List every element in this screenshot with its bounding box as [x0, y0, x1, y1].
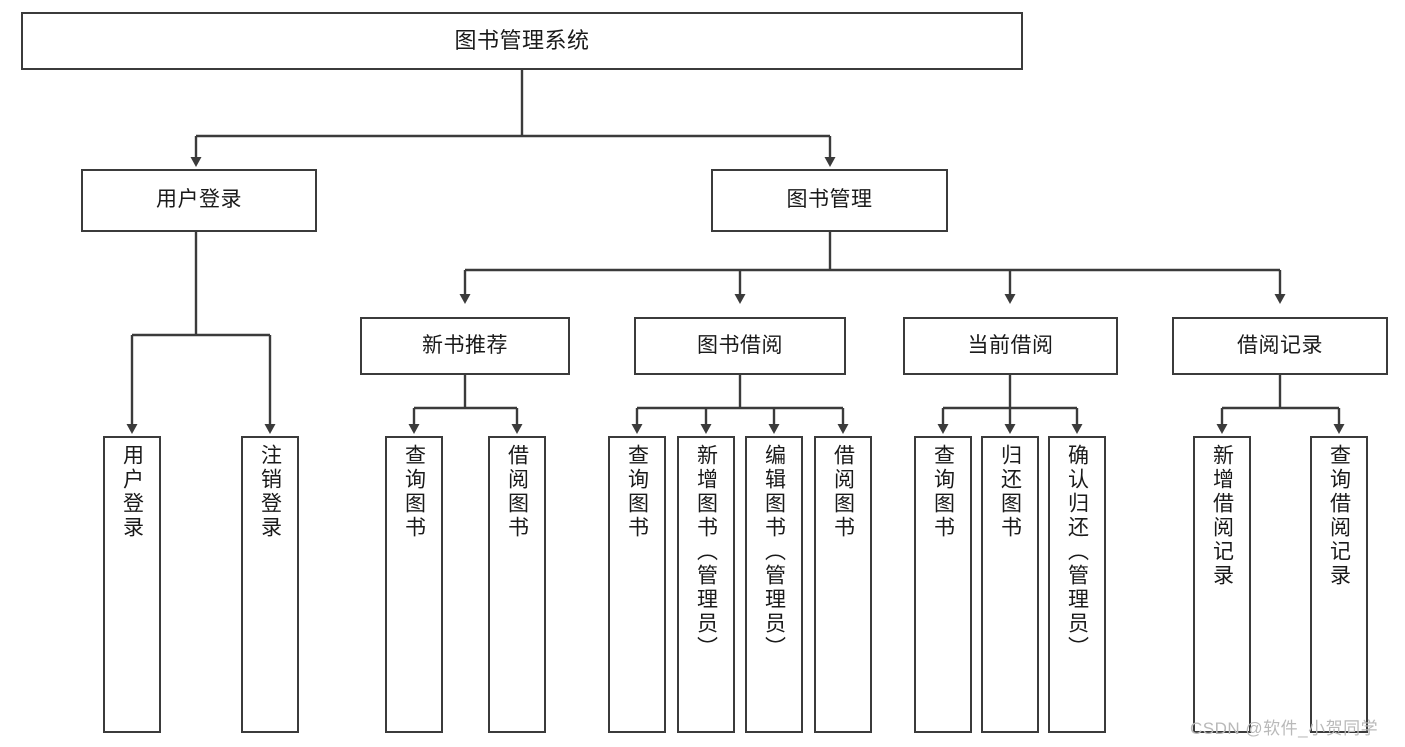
leaf-edit-book-admin[interactable]: 编辑图书（管理员） — [745, 436, 803, 733]
node-label: 当前借阅 — [967, 333, 1054, 357]
node-label: 确认归还（管理员） — [1065, 444, 1089, 660]
leaf-user-login[interactable]: 用户登录 — [103, 436, 161, 733]
leaf-logout[interactable]: 注销登录 — [241, 436, 299, 733]
node-label: 编辑图书（管理员） — [762, 444, 786, 660]
node-label: 查询图书 — [931, 444, 955, 540]
node-book-management[interactable]: 图书管理 — [711, 169, 948, 232]
node-label: 新增借阅记录 — [1210, 444, 1234, 588]
leaf-query-borrow-record[interactable]: 查询借阅记录 — [1310, 436, 1368, 733]
leaf-query-book-new[interactable]: 查询图书 — [385, 436, 443, 733]
node-new-book-recommend[interactable]: 新书推荐 — [360, 317, 570, 375]
node-label: 图书管理 — [786, 188, 873, 212]
node-label: 新增图书（管理员） — [694, 444, 718, 660]
node-label: 用户登录 — [156, 188, 242, 212]
node-label: 注销登录 — [258, 444, 282, 540]
node-book-borrow[interactable]: 图书借阅 — [634, 317, 846, 375]
node-label: 图书借阅 — [697, 333, 783, 357]
leaf-borrow-book-new[interactable]: 借阅图书 — [488, 436, 546, 733]
node-label: 查询借阅记录 — [1327, 444, 1351, 588]
leaf-return-book[interactable]: 归还图书 — [981, 436, 1039, 733]
node-label: 借阅记录 — [1237, 333, 1323, 357]
leaf-query-book[interactable]: 查询图书 — [608, 436, 666, 733]
node-label: 借阅图书 — [505, 444, 529, 540]
node-label: 图书管理系统 — [454, 28, 590, 54]
node-label: 新书推荐 — [422, 333, 508, 357]
node-borrow-record[interactable]: 借阅记录 — [1172, 317, 1388, 375]
leaf-query-book-current[interactable]: 查询图书 — [914, 436, 972, 733]
leaf-confirm-return-admin[interactable]: 确认归还（管理员） — [1048, 436, 1106, 733]
node-root-system[interactable]: 图书管理系统 — [21, 12, 1023, 70]
node-label: 查询图书 — [402, 444, 426, 540]
node-current-borrow[interactable]: 当前借阅 — [903, 317, 1118, 375]
watermark-text: CSDN @软件_小贺同学 — [1190, 719, 1379, 738]
node-label: 归还图书 — [998, 444, 1022, 540]
leaf-add-book-admin[interactable]: 新增图书（管理员） — [677, 436, 735, 733]
leaf-add-borrow-record[interactable]: 新增借阅记录 — [1193, 436, 1251, 733]
node-label: 借阅图书 — [831, 444, 855, 540]
node-user-login[interactable]: 用户登录 — [81, 169, 317, 232]
leaf-borrow-book[interactable]: 借阅图书 — [814, 436, 872, 733]
node-label: 用户登录 — [120, 444, 144, 540]
node-label: 查询图书 — [625, 444, 649, 540]
